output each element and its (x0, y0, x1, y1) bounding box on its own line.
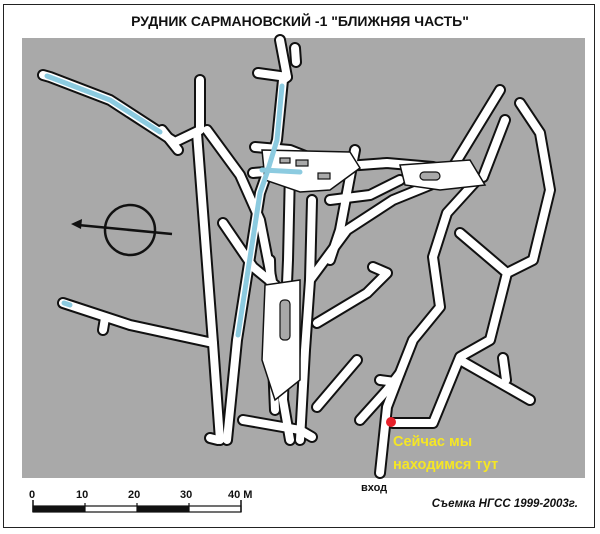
chambers (261, 149, 487, 402)
pillar (295, 159, 309, 167)
pillar (317, 172, 331, 180)
scale-segment (33, 506, 85, 512)
water-channel-west (44, 73, 163, 135)
pillar (279, 299, 291, 341)
entrance-label: вход (361, 482, 388, 494)
you-are-here-note: Сейчас мы находимся тут (393, 431, 498, 477)
water-channel-main (235, 83, 285, 338)
water-channel-stub (61, 300, 73, 308)
you-are-here-line-2: находимся тут (393, 457, 499, 473)
chamber-east (399, 159, 487, 191)
scale-segment (137, 506, 189, 512)
pillar (419, 171, 441, 181)
pillar (279, 157, 291, 164)
you-are-here-marker (386, 417, 396, 427)
water-channel-hall (259, 167, 303, 175)
map-frame (3, 4, 595, 528)
survey-credit: Съемка НГСС 1999-2003г. (431, 498, 578, 510)
water-channels (44, 73, 303, 338)
pillars (279, 157, 441, 341)
scale-label-0: 0 (29, 489, 36, 501)
north-arrow-icon (71, 203, 173, 257)
you-are-here-line-1: Сейчас мы (393, 434, 473, 450)
scale-label-10: 10 (76, 489, 89, 501)
map-title: РУДНИК САРМАНОВСКИЙ -1 "БЛИЖНЯЯ ЧАСТЬ" (131, 13, 469, 29)
scale-label-20: 20 (128, 489, 141, 501)
scale-label-30: 30 (180, 489, 193, 501)
scale-bar (32, 500, 242, 513)
scale-label-40: 40 M (228, 489, 253, 501)
